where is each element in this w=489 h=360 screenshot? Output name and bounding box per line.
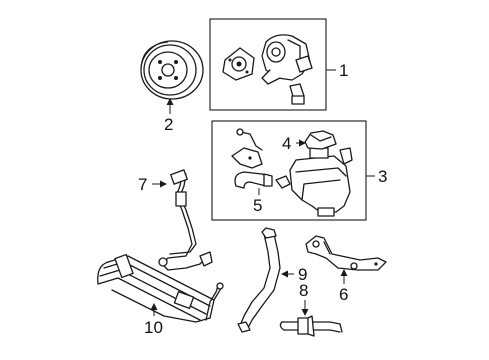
callout-2: 2 — [164, 115, 173, 134]
reservoir-part — [289, 147, 353, 217]
cap-part — [304, 130, 337, 150]
bracket-6-part — [305, 235, 387, 271]
cooler-part — [97, 253, 224, 323]
pressure-line-part — [158, 169, 213, 271]
pulley-part — [140, 40, 204, 100]
callout-8: 8 — [299, 281, 308, 300]
hose-8-part — [279, 315, 343, 337]
callout-9: 9 — [298, 265, 307, 284]
callout-3: 3 — [378, 167, 387, 186]
bracket-sensor-part — [231, 128, 263, 169]
reservoir-assembly-box — [211, 120, 367, 221]
callout-5: 5 — [253, 196, 262, 215]
hose-5-part — [234, 171, 273, 189]
callout-7: 7 — [138, 175, 147, 194]
clamp-part — [275, 175, 291, 189]
pump-part — [222, 34, 313, 105]
callout-4: 4 — [282, 134, 291, 153]
callout-10: 10 — [144, 318, 163, 337]
callout-6: 6 — [339, 285, 348, 304]
return-hose-part — [237, 227, 281, 333]
pump-assembly-box — [209, 18, 327, 111]
callout-1: 1 — [339, 61, 348, 80]
